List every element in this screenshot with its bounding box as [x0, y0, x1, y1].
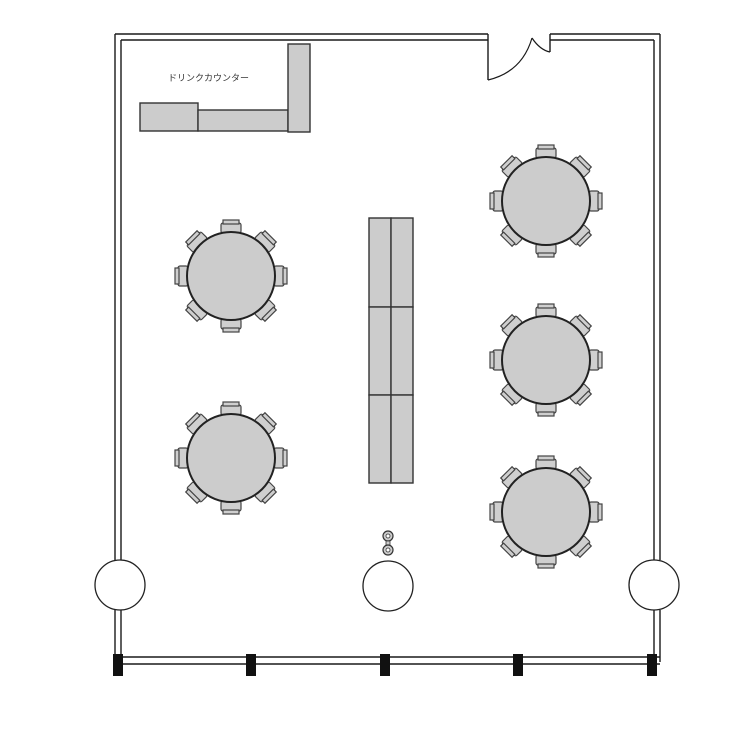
- wall-post: [113, 654, 123, 676]
- chair: [569, 313, 593, 337]
- drink-counter: ドリンクカウンター: [139, 43, 311, 133]
- chair: [569, 383, 593, 407]
- chair: [588, 349, 603, 371]
- chair: [569, 154, 593, 178]
- chair: [254, 299, 278, 323]
- microphone-stand: [382, 530, 394, 556]
- chair: [535, 455, 557, 470]
- wall-post: [246, 654, 256, 676]
- round-table-3: [489, 144, 603, 258]
- round-tables: [174, 144, 603, 569]
- chair: [499, 313, 523, 337]
- chair: [499, 224, 523, 248]
- chair: [220, 219, 242, 234]
- chair: [220, 500, 242, 515]
- table-top: [501, 156, 591, 246]
- chair: [273, 265, 288, 287]
- round-table-1: [174, 219, 288, 333]
- wall-post: [513, 654, 523, 676]
- chair: [535, 243, 557, 258]
- chair: [184, 481, 208, 505]
- table-top: [501, 467, 591, 557]
- chair: [535, 303, 557, 318]
- chair: [273, 447, 288, 469]
- chair: [254, 411, 278, 435]
- pillar-right: [628, 559, 680, 611]
- round-table-4: [489, 303, 603, 417]
- chair: [535, 402, 557, 417]
- chair: [535, 144, 557, 159]
- chair: [499, 465, 523, 489]
- buffet-table: [368, 217, 414, 484]
- entrance-door: [487, 34, 551, 81]
- chair: [184, 229, 208, 253]
- chair: [254, 481, 278, 505]
- chair: [220, 318, 242, 333]
- round-table-5: [489, 455, 603, 569]
- table-top: [186, 413, 276, 503]
- round-table-2: [174, 401, 288, 515]
- chair: [499, 535, 523, 559]
- chair: [535, 554, 557, 569]
- wall-posts: [113, 654, 657, 676]
- pillar-center: [362, 560, 414, 612]
- chair: [569, 465, 593, 489]
- pillars: [94, 559, 680, 612]
- chair: [569, 224, 593, 248]
- drink-counter-label: ドリンクカウンター: [168, 73, 249, 84]
- wall-post: [380, 654, 390, 676]
- table-top: [501, 315, 591, 405]
- table-top: [186, 231, 276, 321]
- pillar-left: [94, 559, 146, 611]
- chair: [499, 383, 523, 407]
- wall-post: [647, 654, 657, 676]
